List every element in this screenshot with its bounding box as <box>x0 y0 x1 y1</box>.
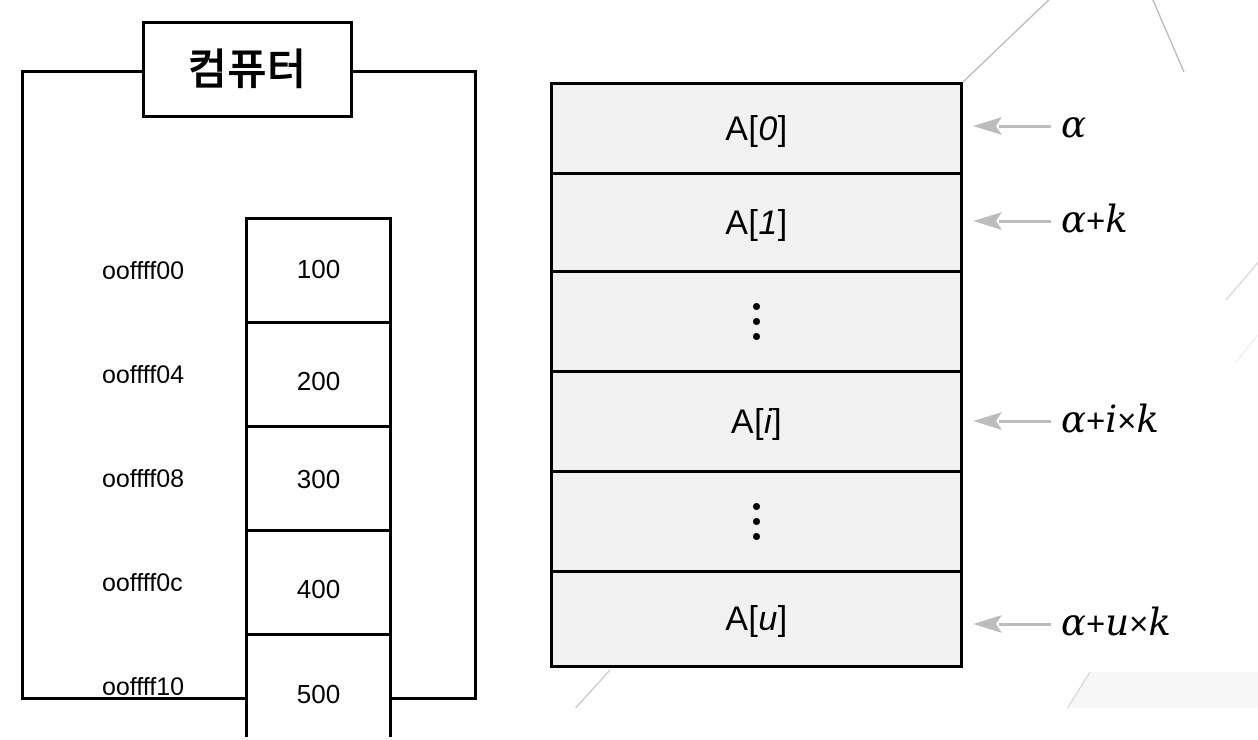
annotation-row-base-plus-k: α+k <box>973 201 1128 238</box>
annotation-row-base-plus-u-k: α+u×k <box>973 604 1171 641</box>
memory-address-2: ooffff08 <box>102 465 185 493</box>
vertical-ellipsis-icon <box>753 303 760 340</box>
array-cell-label: A[1] <box>725 203 788 242</box>
array-cell-u: A[u] <box>553 573 960 665</box>
array-cell-label: A[i] <box>730 402 783 441</box>
array-cell-0: A[0] <box>553 85 960 175</box>
memory-address-3: ooffff0c <box>102 569 183 597</box>
arrow-head-icon <box>973 412 1002 430</box>
computer-title-label: 컴퓨터 <box>188 45 307 93</box>
array-cell-ellipsis-upper <box>553 273 960 373</box>
memory-cell-value: 300 <box>296 463 341 494</box>
computer-title-box: 컴퓨터 <box>142 21 353 118</box>
memory-cell-4: 500 <box>248 636 389 740</box>
computer-panel: ooffff00 ooffff04 ooffff08 ooffff0c ooff… <box>21 70 477 740</box>
connector-bottom-right-icon <box>1066 671 1091 708</box>
address-annotation-base: α <box>1061 102 1086 146</box>
arrow-head-icon <box>973 117 1002 135</box>
address-annotation-base-plus-u-k: α+u×k <box>1061 600 1171 644</box>
connector-top-right-icon <box>1152 0 1185 73</box>
memory-cell-column: 100 200 300 400 500 <box>245 217 392 740</box>
connector-right-edge-icon <box>1225 261 1258 301</box>
array-cell-1: A[1] <box>553 175 960 273</box>
annotation-row-base: α <box>973 106 1086 143</box>
memory-cell-value: 400 <box>296 573 341 604</box>
connector-right-edge-lower-icon <box>1235 333 1258 363</box>
array-cell-ellipsis-lower <box>553 473 960 573</box>
memory-cell-1: 200 <box>248 324 389 428</box>
memory-cell-value: 500 <box>296 679 341 709</box>
address-annotation-base-plus-k: α+k <box>1061 197 1128 241</box>
memory-cell-value: 100 <box>296 253 341 284</box>
left-arrow-icon <box>973 115 1051 137</box>
connector-bottom-left-icon <box>574 669 611 708</box>
connector-top-left-icon <box>962 0 1050 83</box>
memory-cell-value: 200 <box>296 365 341 396</box>
vertical-ellipsis-icon <box>753 503 760 540</box>
memory-address-4: ooffff10 <box>102 673 185 701</box>
left-arrow-icon <box>973 410 1051 432</box>
memory-address-0: ooffff00 <box>102 257 185 285</box>
memory-cell-3: 400 <box>248 532 389 636</box>
memory-address-1: ooffff04 <box>102 361 185 389</box>
left-arrow-icon <box>973 613 1051 635</box>
annotation-row-base-plus-i-k: α+i×k <box>973 401 1159 438</box>
memory-address-list: ooffff00 ooffff04 ooffff08 ooffff0c ooff… <box>102 217 242 737</box>
array-cell-label: A[0] <box>725 109 788 148</box>
array-cell-i: A[i] <box>553 373 960 473</box>
memory-cell-2: 300 <box>248 428 389 532</box>
array-memory-box: A[0] A[1] A[i] A[u] <box>550 82 963 668</box>
connector-bottom-right-shade-icon <box>1067 672 1258 708</box>
left-arrow-icon <box>973 210 1051 232</box>
memory-cell-0: 100 <box>248 220 389 324</box>
arrow-head-icon <box>973 615 1002 633</box>
array-cell-label: A[u] <box>725 600 788 638</box>
address-annotation-base-plus-i-k: α+i×k <box>1061 397 1159 441</box>
arrow-head-icon <box>973 212 1002 230</box>
